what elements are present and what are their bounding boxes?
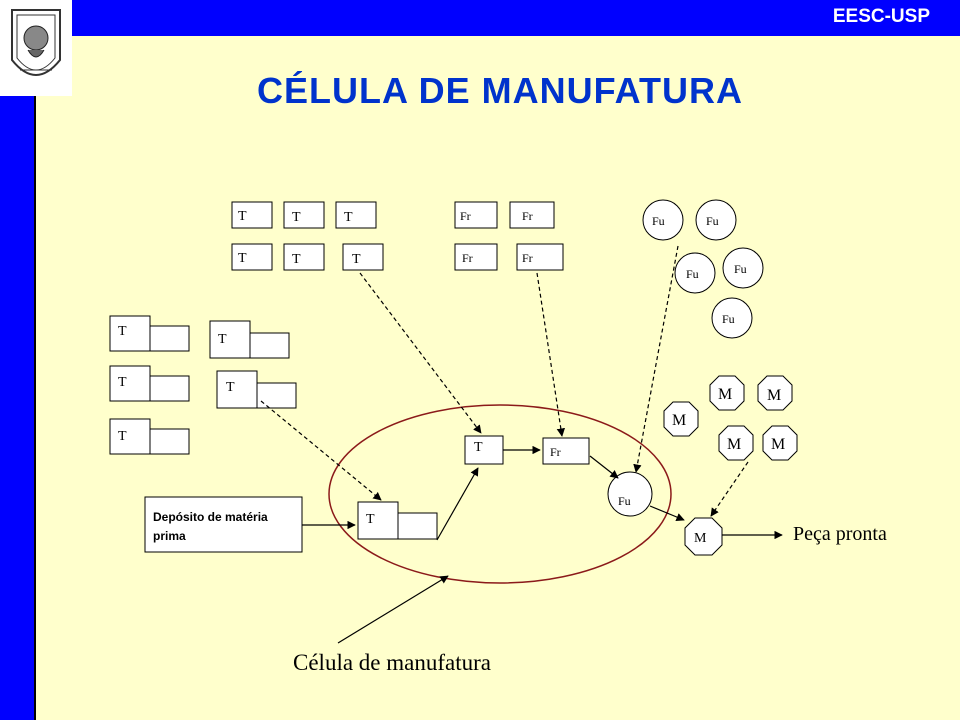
lathe-label: T bbox=[292, 210, 301, 225]
deposit-label-line2: prima bbox=[153, 529, 186, 543]
mill-box bbox=[454, 243, 498, 271]
lathe-bed bbox=[148, 428, 190, 455]
grinder-octagon bbox=[757, 375, 793, 411]
dashed-arrow bbox=[633, 245, 679, 473]
flow-arrow bbox=[649, 505, 685, 522]
drill-circle bbox=[642, 199, 684, 241]
cell-pointer-arrow bbox=[337, 575, 449, 644]
lathe-label: T bbox=[344, 210, 353, 225]
cell-machines bbox=[357, 435, 723, 556]
grinder-octagon bbox=[663, 401, 699, 437]
page-title: CÉLULA DE MANUFATURA bbox=[257, 70, 743, 111]
mill-box bbox=[454, 201, 498, 229]
lathe-box bbox=[109, 365, 151, 402]
cell-boundary bbox=[328, 404, 672, 584]
mill-box bbox=[516, 243, 564, 271]
grinder-octagon bbox=[718, 425, 754, 461]
lathe-box bbox=[283, 201, 325, 229]
cell-lathe-label: T bbox=[366, 512, 375, 527]
raw-material-deposit bbox=[144, 496, 303, 553]
lathe-label: T bbox=[352, 252, 361, 267]
cell-mill-box bbox=[542, 437, 590, 465]
sidebar-divider bbox=[34, 96, 36, 720]
grinder-octagon bbox=[762, 425, 798, 461]
mill-box bbox=[509, 201, 555, 229]
lathe-box bbox=[109, 315, 151, 352]
drill-label: Fu bbox=[652, 214, 665, 228]
cell-grinder-label: M bbox=[694, 531, 707, 546]
mill-label: Fr bbox=[460, 209, 471, 223]
lathe-box bbox=[231, 243, 273, 271]
mill-label: Fr bbox=[462, 251, 473, 265]
lathe-bed bbox=[255, 382, 297, 409]
selection-arrows bbox=[260, 245, 749, 517]
mill-label: Fr bbox=[522, 251, 533, 265]
lathe-bed bbox=[148, 325, 190, 352]
cell-lathe-box-2 bbox=[464, 435, 504, 465]
flow-arrow bbox=[436, 467, 479, 541]
cell-drill-label: Fu bbox=[618, 494, 631, 508]
lathe-label: T bbox=[118, 375, 127, 390]
mill-label: Fr bbox=[522, 209, 533, 223]
institution-label: EESC-USP bbox=[832, 6, 930, 27]
lathe-label: T bbox=[238, 209, 247, 224]
lathe-label: T bbox=[218, 332, 227, 347]
grinder-label: M bbox=[672, 412, 686, 429]
grinder-octagon bbox=[709, 375, 745, 411]
header-bar bbox=[72, 0, 960, 36]
cell-grinder-octagon bbox=[684, 517, 723, 556]
lathe-box bbox=[231, 201, 273, 229]
drill-label: Fu bbox=[734, 262, 747, 276]
lathe-box bbox=[109, 418, 151, 455]
eesc-logo bbox=[0, 0, 72, 96]
lathe-group-left bbox=[109, 315, 297, 455]
grinder-label: M bbox=[718, 386, 732, 403]
cell-lathe-label-2: T bbox=[474, 440, 483, 455]
cell-lathe-bed bbox=[396, 512, 438, 540]
dashed-arrow bbox=[260, 400, 382, 501]
grinder-label: M bbox=[767, 387, 781, 404]
drill-circle bbox=[722, 247, 764, 289]
sidebar-bar bbox=[0, 96, 34, 720]
drill-circle bbox=[695, 199, 737, 241]
cell-mill-label: Fr bbox=[550, 445, 561, 459]
lathe-group-top bbox=[231, 201, 384, 271]
dashed-arrow bbox=[536, 272, 566, 437]
dashed-arrow bbox=[710, 461, 749, 517]
lathe-bed bbox=[248, 332, 290, 359]
grinder-label: M bbox=[771, 436, 785, 453]
eesc-seal-icon bbox=[4, 4, 68, 92]
lathe-bed bbox=[148, 375, 190, 402]
lathe-label: T bbox=[292, 252, 301, 267]
dashed-arrow bbox=[359, 272, 482, 434]
drill-group-top bbox=[642, 199, 764, 339]
drill-label: Fu bbox=[722, 312, 735, 326]
grinder-group bbox=[663, 375, 798, 461]
deposit-label-line1: Depósito de matéria bbox=[153, 510, 268, 524]
flow-arrow bbox=[589, 455, 619, 479]
lathe-label: T bbox=[238, 251, 247, 266]
lathe-box bbox=[342, 243, 384, 271]
cell-drill-circle bbox=[607, 471, 653, 517]
lathe-label: T bbox=[118, 429, 127, 444]
lathe-label: T bbox=[226, 380, 235, 395]
flow-arrows bbox=[302, 445, 783, 644]
lathe-box bbox=[335, 201, 377, 229]
drill-label: Fu bbox=[706, 214, 719, 228]
grinder-label: M bbox=[727, 436, 741, 453]
mill-group-top bbox=[454, 201, 564, 271]
lathe-box bbox=[283, 243, 325, 271]
cell-lathe-box bbox=[357, 501, 399, 540]
drill-circle bbox=[711, 297, 753, 339]
lathe-label: T bbox=[118, 324, 127, 339]
drill-circle bbox=[674, 252, 716, 294]
drill-label: Fu bbox=[686, 267, 699, 281]
cell-label: Célula de manufatura bbox=[293, 650, 491, 675]
finished-part-label: Peça pronta bbox=[793, 523, 887, 545]
lathe-box bbox=[209, 320, 251, 359]
lathe-box bbox=[216, 370, 258, 409]
